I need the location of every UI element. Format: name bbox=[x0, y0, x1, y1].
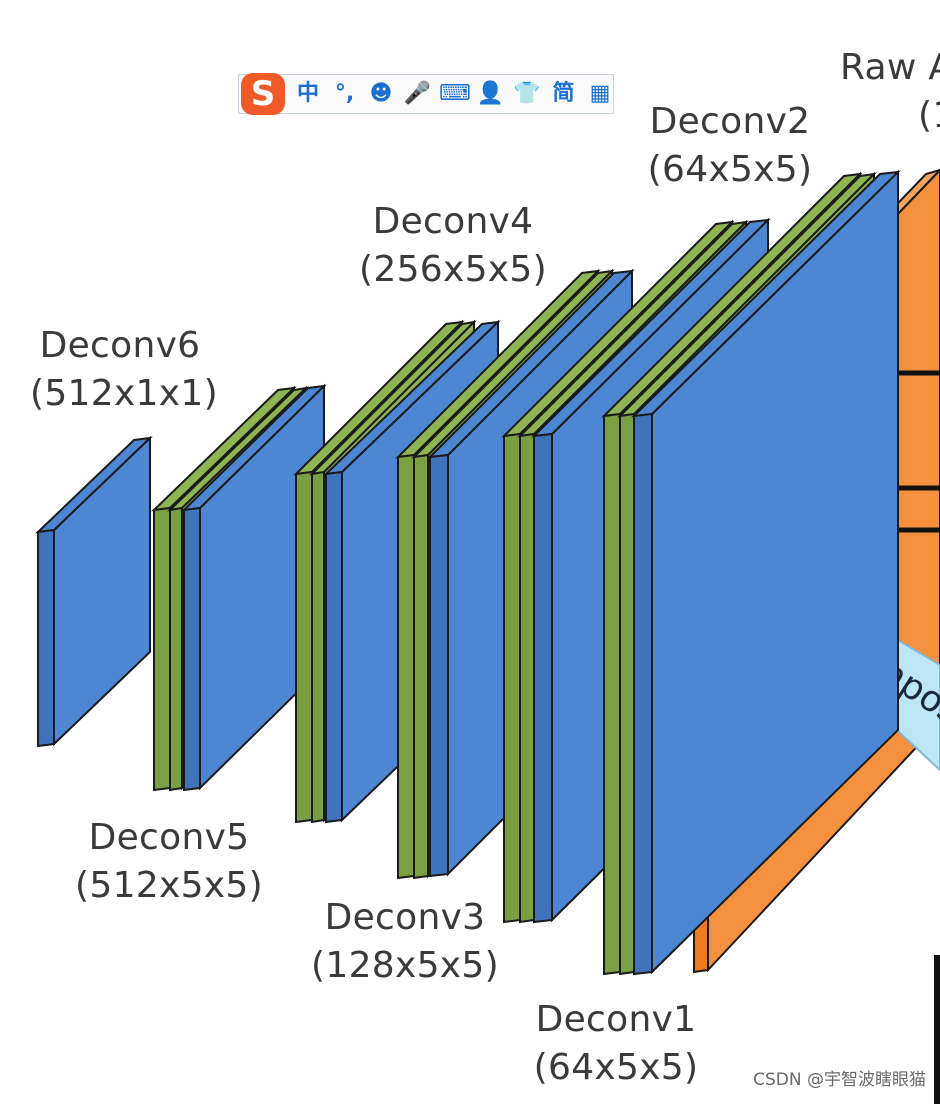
deconv4-shape: (256x5x5) bbox=[359, 249, 547, 290]
skin-shirt-icon[interactable]: 👕 bbox=[513, 81, 541, 106]
edge-dark-bar bbox=[934, 955, 940, 1104]
ime-toolbar[interactable]: S 中 °, ☻ 🎤 ⌨👤 👕 简 ▦ bbox=[238, 73, 614, 115]
deconv6-name: Deconv6 bbox=[39, 325, 201, 366]
layer-slabs bbox=[35, 169, 901, 976]
deconv5-shape: (512x5x5) bbox=[75, 865, 263, 906]
deconv3-label: Deconv3 (128x5x5) bbox=[308, 894, 502, 990]
raw-output-label: Raw A (1 bbox=[840, 44, 940, 140]
deconv2-label: Deconv2 (64x5x5) bbox=[640, 98, 820, 194]
deconv6-shape: (512x1x1) bbox=[30, 373, 218, 414]
emoji-icon[interactable]: ☻ bbox=[369, 81, 393, 106]
keyboard-icon[interactable]: ⌨ bbox=[439, 81, 471, 106]
microphone-icon[interactable]: 🎤 bbox=[403, 81, 432, 106]
deconv4-name: Deconv4 bbox=[372, 201, 534, 242]
raw-output-name: Raw A bbox=[840, 47, 940, 88]
deconv5-name: Deconv5 bbox=[88, 817, 250, 858]
toolbox-grid-icon[interactable]: ▦ bbox=[589, 81, 611, 106]
deconv1-label: Deconv1 (64x5x5) bbox=[526, 996, 706, 1092]
deconv2-name: Deconv2 bbox=[649, 101, 811, 142]
deconv1-blue-slab bbox=[631, 169, 901, 976]
deconv6-blue-slab bbox=[35, 435, 153, 748]
deconv3-shape: (128x5x5) bbox=[311, 945, 499, 986]
user-account-icon[interactable]: 👤 bbox=[476, 81, 505, 106]
ime-logo-icon[interactable]: S bbox=[241, 73, 285, 115]
deconv2-shape: (64x5x5) bbox=[647, 149, 813, 190]
raw-output-shape: (1 bbox=[918, 95, 940, 136]
deconv3-name: Deconv3 bbox=[324, 897, 486, 938]
deconv4-label: Deconv4 (256x5x5) bbox=[356, 198, 550, 294]
deconv5-blue-slab bbox=[181, 383, 327, 792]
chinese-mode-icon[interactable]: 中 bbox=[296, 81, 319, 106]
punctuation-icon[interactable]: °, bbox=[334, 81, 355, 106]
deconv6-label: Deconv6 (512x1x1) bbox=[30, 322, 218, 418]
deconv1-name: Deconv1 bbox=[535, 999, 697, 1040]
deconv1-shape: (64x5x5) bbox=[533, 1047, 699, 1088]
simplified-chinese-icon[interactable]: 简 bbox=[552, 81, 575, 106]
csdn-watermark: CSDN @宇智波瞎眼猫 bbox=[753, 1070, 926, 1090]
deconv5-label: Deconv5 (512x5x5) bbox=[74, 814, 264, 910]
